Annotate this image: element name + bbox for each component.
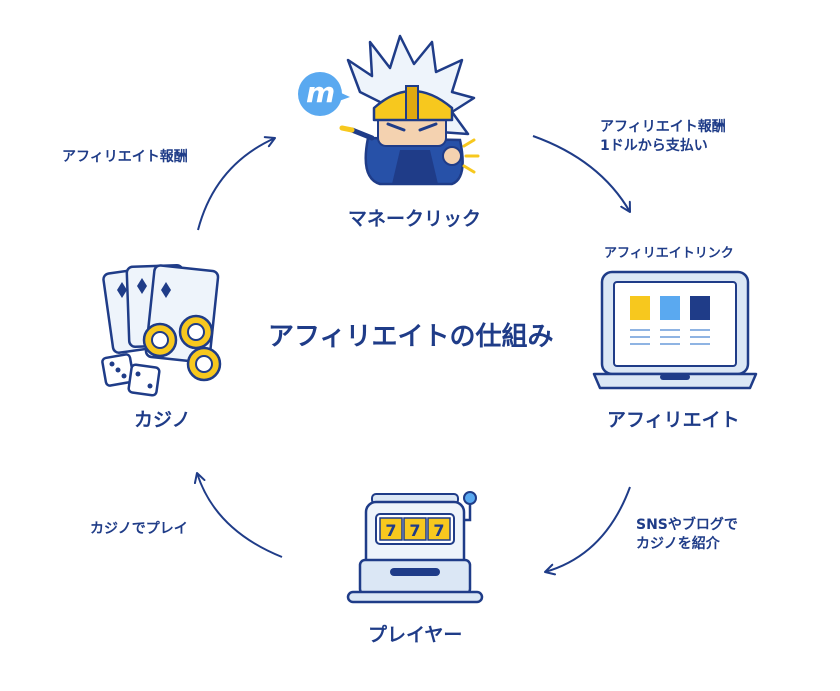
affiliate-link-label: アフィリエイトリンク [604,246,734,261]
edge-label-line: カジノでプレイ [90,521,188,537]
edge-label-line: アフィリエイト報酬 [600,119,726,135]
edge-label-introduce-casino: SNSやブログで カジノを紹介 [636,516,738,554]
arrow-monecrick-to-affiliate [532,135,631,213]
casino-cards-chips-icon [101,264,222,397]
slot-reel: 7 [433,521,444,540]
laptop-icon [592,270,758,390]
node-label-monecrick: マネークリック [348,208,482,230]
slot-machine-icon: 7 7 7 [346,491,484,604]
edge-label-line: 1ドルから支払い [600,138,708,154]
edge-label-line: カジノを紹介 [636,536,720,552]
m-logo-icon [298,72,342,116]
edge-label-affiliate-reward: アフィリエイト報酬 [62,148,188,167]
diagram-title: アフィリエイトの仕組み [268,322,554,352]
arrow-player-to-casino [193,472,283,558]
node-label-affiliate: アフィリエイト [607,409,740,431]
edge-label-line: SNSやブログで [636,517,738,533]
slot-reel: 7 [385,521,396,540]
edge-label-play-casino: カジノでプレイ [90,520,188,539]
edge-label-reward-payment: アフィリエイト報酬 1ドルから支払い [600,118,726,156]
edge-label-line: アフィリエイト報酬 [62,149,188,165]
ninja-mascot-icon [298,34,480,186]
arrow-affiliate-to-player [544,486,631,576]
node-label-casino: カジノ [134,409,191,431]
arrow-casino-to-monecrick [197,136,276,231]
slot-reel: 7 [409,521,420,540]
node-label-player: プレイヤー [368,624,463,646]
m-logo-letter: m [306,76,336,109]
